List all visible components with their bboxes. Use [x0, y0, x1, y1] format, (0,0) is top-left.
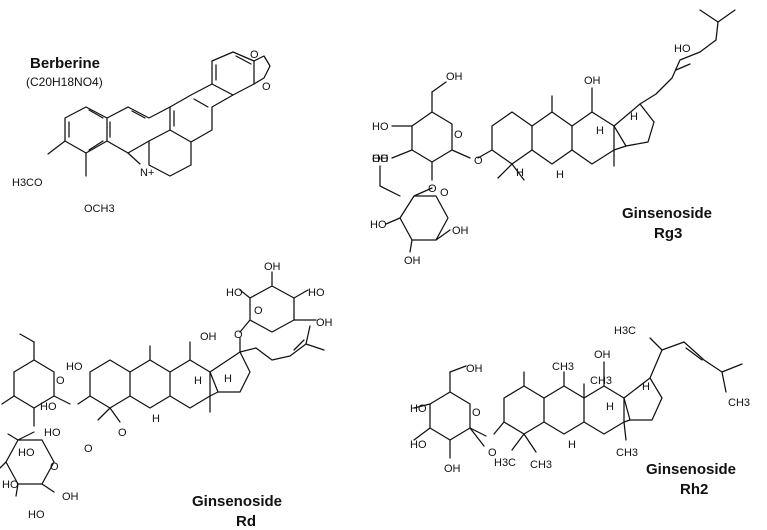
- rg3-oh-c12: OH: [584, 75, 601, 87]
- rd-o-c20: O: [234, 329, 243, 341]
- rh2-ch3-e: CH3: [530, 459, 552, 471]
- rg3-oh-glc1-4: HO: [372, 121, 389, 133]
- rh2-ch3-end: CH3: [728, 397, 750, 409]
- rg3-h3: H: [556, 169, 564, 181]
- rd-h3: H: [152, 413, 160, 425]
- berberine-title: Berberine: [30, 55, 100, 72]
- rd-top-glc-o: O: [254, 305, 263, 317]
- rg3-oh-glc2-4: HO: [370, 219, 387, 231]
- rd-glc2-oh3: HO: [28, 509, 45, 521]
- rh2-structure: H3C OH OH O HO HO OH O CH3 CH3 CH3 H3C C…: [410, 325, 750, 475]
- rd-glc1-oh4: HO: [40, 401, 57, 413]
- rd-top-glc-oh2: OH: [264, 261, 281, 273]
- rd-glc2-oh4: HO: [2, 479, 19, 491]
- rg3-oh-glc1-3: HO: [372, 153, 389, 165]
- rd-glc1-oh3: HO: [44, 427, 61, 439]
- rd-top-glc-ch2oh: OH: [316, 317, 333, 329]
- rh2-ch3-b: CH3: [590, 375, 612, 387]
- rd-glc2-ch2oh: HO: [18, 447, 35, 459]
- rg3-o-link-c3: O: [474, 155, 483, 167]
- berberine-n-plus: N+: [140, 167, 154, 179]
- rg3-structure: HO OH OH HO HO O O O OH O HO OH OH H H H…: [370, 9, 736, 267]
- rh2-ch3-a: CH3: [552, 361, 574, 373]
- rg3-h4: H: [516, 167, 524, 179]
- rh2-oh2: OH: [444, 463, 461, 475]
- rh2-title-line1: Ginsenoside: [646, 461, 736, 478]
- rg3-title-line2: Rg3: [654, 225, 682, 242]
- rh2-ch3-top: H3C: [614, 325, 636, 337]
- berberine-formula: (C20H18NO4): [26, 75, 103, 89]
- rd-glc1-ch2oh: HO: [66, 361, 83, 373]
- rd-o-c3: O: [118, 427, 127, 439]
- rg3-oh-glc2-2: OH: [452, 225, 469, 237]
- berberine-bonds: [47, 51, 271, 177]
- rh2-ch2oh: OH: [466, 363, 483, 375]
- rd-glc1-o: O: [56, 375, 65, 387]
- rg3-o-link-glc: O: [428, 183, 437, 195]
- rg3-oh-glc2-ch2: OH: [372, 153, 389, 165]
- rh2-oh-c12: OH: [594, 349, 611, 361]
- berberine-o-ring-top: O: [250, 49, 259, 61]
- rh2-oh4: HO: [410, 403, 427, 415]
- rh2-title-line2: Rh2: [680, 481, 708, 498]
- rd-h2: H: [224, 373, 232, 385]
- rg3-o-glc1-ring: O: [454, 129, 463, 141]
- rg3-o-glc2-ring: O: [440, 187, 449, 199]
- rh2-ch3-c: CH3: [616, 447, 638, 459]
- rh2-bonds: [413, 337, 743, 459]
- rg3-oh-glc2-3: OH: [404, 255, 421, 267]
- rd-h1: H: [194, 375, 202, 387]
- rg3-title-line1: Ginsenoside: [622, 205, 712, 222]
- rg3-oh-glc1-ch2: OH: [446, 71, 463, 83]
- rh2-o-c3: O: [488, 447, 497, 459]
- berberine-methoxy-1: H3CO: [12, 177, 43, 189]
- rd-oh-c12: OH: [200, 331, 217, 343]
- rh2-h3: H: [568, 439, 576, 451]
- rh2-o-ring: O: [472, 407, 481, 419]
- rh2-oh3: HO: [410, 439, 427, 451]
- rg3-bonds: [379, 9, 736, 253]
- rd-title-line1: Ginsenoside: [192, 493, 282, 510]
- rd-glc2-oh2: OH: [62, 491, 79, 503]
- rh2-h2: H: [642, 381, 650, 393]
- rg3-oh-side: HO: [674, 43, 691, 55]
- rh2-h1: H: [606, 401, 614, 413]
- rd-title-line2: Rd: [236, 513, 256, 530]
- berberine-structure: O O N+ H3CO OCH3: [12, 49, 271, 215]
- berberine-o-ring-bottom: O: [262, 81, 271, 93]
- rd-o-link: O: [84, 443, 93, 455]
- rd-structure: HO OH HO O OH O OH HO O HO HO O O HO O H…: [0, 261, 333, 521]
- rd-top-glc-oh3: HO: [308, 287, 325, 299]
- berberine-methoxy-2: OCH3: [84, 203, 115, 215]
- rd-top-glc-oh1: HO: [226, 287, 243, 299]
- rd-glc2-o: O: [50, 461, 59, 473]
- rh2-ch3-d: H3C: [494, 457, 516, 469]
- rg3-h1: H: [596, 125, 604, 137]
- rg3-h2: H: [630, 111, 638, 123]
- rd-bonds: [0, 271, 325, 497]
